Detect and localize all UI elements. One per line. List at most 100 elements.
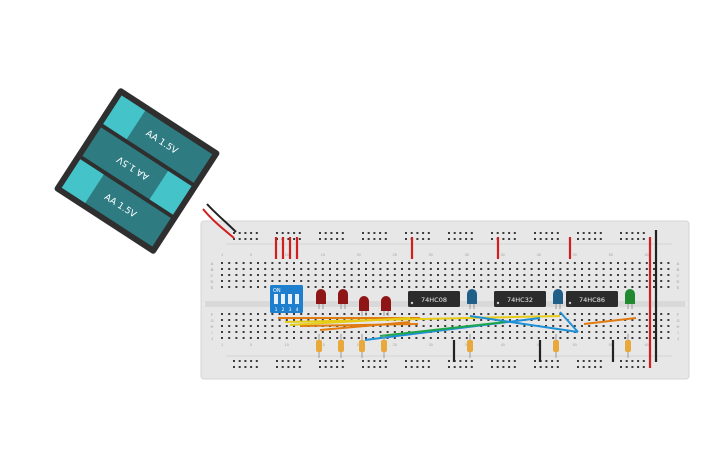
breadboard-hole[interactable] [379, 331, 382, 333]
breadboard-hole[interactable] [249, 325, 252, 327]
breadboard-hole[interactable] [653, 274, 655, 276]
green-wire[interactable] [379, 321, 506, 337]
breadboard-hole[interactable] [465, 274, 468, 276]
breadboard-hole[interactable] [393, 313, 396, 315]
breadboard-hole[interactable] [415, 274, 418, 276]
breadboard-hole[interactable] [595, 262, 598, 264]
breadboard-hole[interactable] [357, 331, 360, 333]
breadboard-hole[interactable] [357, 262, 360, 264]
breadboard-hole[interactable] [451, 331, 454, 333]
resistor[interactable] [359, 334, 365, 358]
breadboard-hole[interactable] [336, 280, 339, 282]
breadboard-hole[interactable] [324, 238, 327, 240]
breadboard-hole[interactable] [307, 286, 310, 288]
breadboard-hole[interactable] [631, 319, 634, 321]
breadboard-hole[interactable] [470, 360, 473, 362]
breadboard-hole[interactable] [257, 313, 259, 315]
breadboard-hole[interactable] [271, 331, 274, 333]
breadboard-hole[interactable] [602, 325, 605, 327]
breadboard-hole[interactable] [281, 366, 284, 368]
breadboard-hole[interactable] [588, 337, 591, 339]
breadboard-hole[interactable] [523, 313, 526, 315]
breadboard-hole[interactable] [271, 337, 274, 339]
breadboard-hole[interactable] [451, 319, 454, 321]
breadboard-hole[interactable] [620, 238, 622, 240]
breadboard-hole[interactable] [595, 280, 598, 282]
breadboard-hole[interactable] [336, 360, 339, 362]
breadboard-hole[interactable] [653, 319, 655, 321]
breadboard-hole[interactable] [365, 286, 367, 288]
breadboard-hole[interactable] [617, 337, 619, 339]
breadboard-hole[interactable] [566, 268, 569, 270]
breadboard-hole[interactable] [625, 360, 628, 362]
breadboard-hole[interactable] [552, 274, 555, 276]
breadboard-hole[interactable] [293, 280, 295, 282]
breadboard-hole[interactable] [257, 274, 259, 276]
breadboard-hole[interactable] [465, 280, 468, 282]
breadboard-hole[interactable] [255, 238, 258, 240]
breadboard-hole[interactable] [638, 325, 641, 327]
breadboard-hole[interactable] [221, 268, 223, 270]
breadboard-hole[interactable] [271, 280, 274, 282]
breadboard-hole[interactable] [459, 232, 462, 234]
breadboard-hole[interactable] [638, 319, 641, 321]
breadboard-hole[interactable] [638, 313, 641, 315]
breadboard-hole[interactable] [516, 286, 519, 288]
breadboard-hole[interactable] [496, 232, 499, 234]
breadboard-hole[interactable] [429, 262, 432, 264]
breadboard-hole[interactable] [336, 286, 339, 288]
breadboard-hole[interactable] [573, 262, 576, 264]
breadboard-hole[interactable] [416, 232, 419, 234]
breadboard-hole[interactable] [429, 280, 432, 282]
breadboard-hole[interactable] [422, 280, 425, 282]
chip-74hc08[interactable]: 74HC08 [408, 291, 460, 307]
breadboard-hole[interactable] [350, 274, 353, 276]
red-led[interactable] [316, 289, 326, 309]
breadboard-hole[interactable] [329, 331, 331, 333]
breadboard-hole[interactable] [470, 366, 473, 368]
breadboard-hole[interactable] [249, 280, 252, 282]
breadboard-hole[interactable] [523, 331, 526, 333]
breadboard-hole[interactable] [609, 331, 612, 333]
breadboard-hole[interactable] [235, 268, 238, 270]
breadboard-hole[interactable] [408, 274, 411, 276]
breadboard-hole[interactable] [588, 274, 591, 276]
breadboard-hole[interactable] [501, 268, 504, 270]
breadboard-hole[interactable] [451, 280, 454, 282]
breadboard-hole[interactable] [573, 319, 576, 321]
breadboard-hole[interactable] [372, 280, 375, 282]
breadboard-hole[interactable] [336, 313, 339, 315]
breadboard-hole[interactable] [451, 325, 454, 327]
breadboard-hole[interactable] [539, 366, 542, 368]
breadboard-hole[interactable] [244, 360, 247, 362]
breadboard-hole[interactable] [401, 337, 403, 339]
breadboard-hole[interactable] [379, 274, 382, 276]
breadboard-hole[interactable] [480, 337, 483, 339]
breadboard-hole[interactable] [278, 325, 281, 327]
breadboard-hole[interactable] [501, 262, 504, 264]
breadboard-hole[interactable] [264, 313, 267, 315]
breadboard-hole[interactable] [559, 286, 562, 288]
breadboard-hole[interactable] [343, 280, 346, 282]
breadboard-hole[interactable] [228, 268, 231, 270]
breadboard-hole[interactable] [324, 232, 327, 234]
breadboard-hole[interactable] [293, 232, 296, 234]
breadboard-hole[interactable] [257, 268, 259, 270]
breadboard-hole[interactable] [487, 262, 490, 264]
breadboard-hole[interactable] [285, 319, 288, 321]
breadboard-hole[interactable] [582, 238, 585, 240]
breadboard-hole[interactable] [545, 360, 548, 362]
breadboard-hole[interactable] [329, 280, 331, 282]
breadboard-hole[interactable] [422, 325, 425, 327]
breadboard-hole[interactable] [609, 313, 612, 315]
breadboard-hole[interactable] [350, 262, 353, 264]
breadboard-hole[interactable] [588, 238, 591, 240]
breadboard-hole[interactable] [653, 331, 655, 333]
breadboard-hole[interactable] [422, 337, 425, 339]
breadboard-hole[interactable] [624, 331, 627, 333]
breadboard-hole[interactable] [293, 337, 295, 339]
breadboard-hole[interactable] [448, 232, 450, 234]
breadboard-hole[interactable] [307, 280, 310, 282]
breadboard-hole[interactable] [645, 337, 648, 339]
breadboard-hole[interactable] [582, 232, 585, 234]
